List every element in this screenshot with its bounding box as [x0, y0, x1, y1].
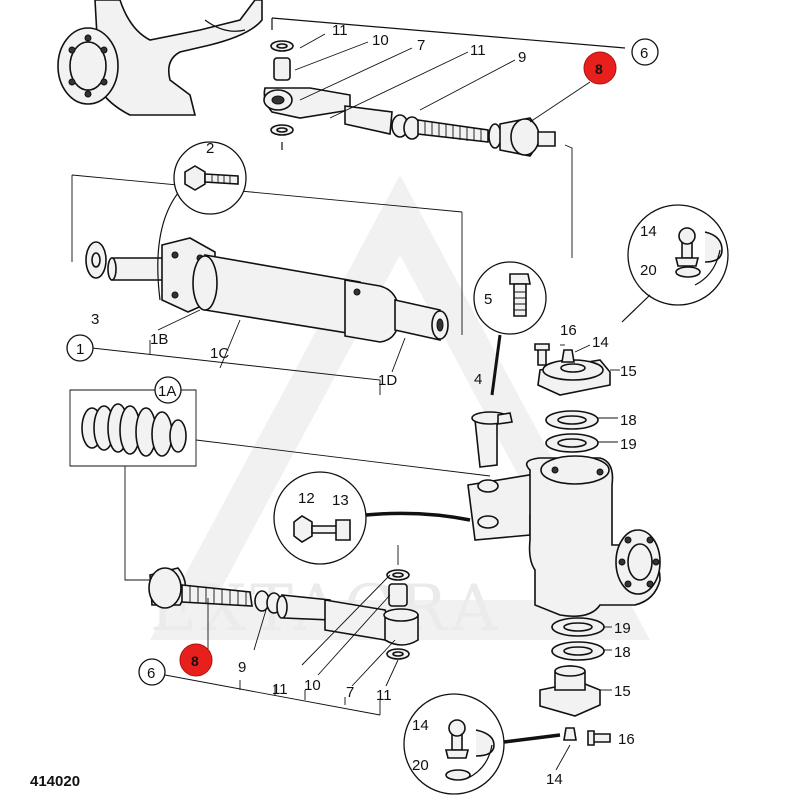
leaders-bottom — [207, 574, 399, 705]
callout-bolt-2 — [173, 141, 247, 215]
label-19-bottom: 19 — [614, 620, 631, 637]
label-14-top-small: 14 — [592, 334, 609, 351]
label-11-bottom-b: 11 — [376, 687, 392, 704]
label-16-bottom: 16 — [618, 731, 635, 748]
callout-bolt-5 — [473, 261, 547, 396]
label-1A: 1A — [158, 383, 176, 400]
highlight-8-bottom — [179, 643, 213, 677]
callout-bolt-nut-12-13 — [273, 471, 471, 565]
label-6-bottom: 6 — [147, 665, 155, 682]
label-1B: 1B — [150, 331, 168, 348]
label-19-top: 19 — [620, 436, 637, 453]
label-7-bottom: 7 — [346, 684, 354, 701]
steering-cylinder — [71, 174, 463, 343]
label-18-top: 18 — [620, 412, 637, 429]
label-15-bottom: 15 — [614, 683, 631, 700]
label-7-top: 7 — [417, 37, 425, 54]
seal-kit-box — [69, 309, 491, 581]
steering-knuckle — [467, 455, 661, 618]
label-1A-circle — [154, 376, 182, 404]
label-6-top-circle — [631, 38, 659, 66]
label-11-bottom-a: 11 — [272, 681, 288, 698]
label-3: 3 — [91, 311, 99, 328]
lower-cap-stack — [539, 617, 612, 771]
label-15-top: 15 — [620, 363, 637, 380]
label-20-callout-bottom: 20 — [412, 757, 429, 774]
label-20-callout-top: 20 — [640, 262, 657, 279]
label-8-top: 8 — [595, 61, 603, 77]
tie-rod-top — [263, 17, 626, 258]
label-16-top: 16 — [560, 322, 577, 339]
callout-grease-nipple-bottom — [403, 693, 561, 795]
axle-housing-top — [57, 0, 263, 116]
label-1: 1 — [76, 341, 84, 358]
label-1-circle — [66, 334, 94, 362]
label-14-callout-top: 14 — [640, 223, 657, 240]
label-14-bottom-small: 14 — [546, 771, 563, 788]
label-18-bottom: 18 — [614, 644, 631, 661]
label-8-bottom: 8 — [191, 653, 199, 669]
label-11-top-a: 11 — [332, 22, 348, 39]
label-12: 12 — [298, 490, 315, 507]
label-4: 4 — [474, 371, 482, 388]
label-14-callout-bottom: 14 — [412, 717, 429, 734]
kingpin-4 — [471, 411, 513, 468]
label-6-bottom-circle — [138, 658, 166, 686]
label-5: 5 — [484, 291, 492, 308]
label-13: 13 — [332, 492, 349, 509]
leaders-top — [294, 33, 591, 123]
tie-rod-bottom — [148, 545, 419, 716]
label-6-top: 6 — [640, 45, 648, 62]
label-10-top: 10 — [372, 32, 389, 49]
callout-grease-nipple-top — [621, 204, 729, 323]
part-labels: 11 10 7 11 9 6 8 2 3 1B 1C 1D 1 1A 5 4 1… — [30, 22, 659, 790]
label-2: 2 — [206, 140, 214, 157]
highlight-8-top — [583, 51, 617, 85]
label-9-top: 9 — [518, 49, 526, 66]
upper-cap-stack — [534, 343, 620, 453]
label-11-top-b: 11 — [470, 42, 486, 59]
label-1C: 1C — [210, 345, 229, 362]
label-1D: 1D — [378, 372, 397, 389]
label-10-bottom: 10 — [304, 677, 321, 694]
figure-number: 414020 — [30, 773, 80, 790]
label-9-bottom: 9 — [238, 659, 246, 676]
